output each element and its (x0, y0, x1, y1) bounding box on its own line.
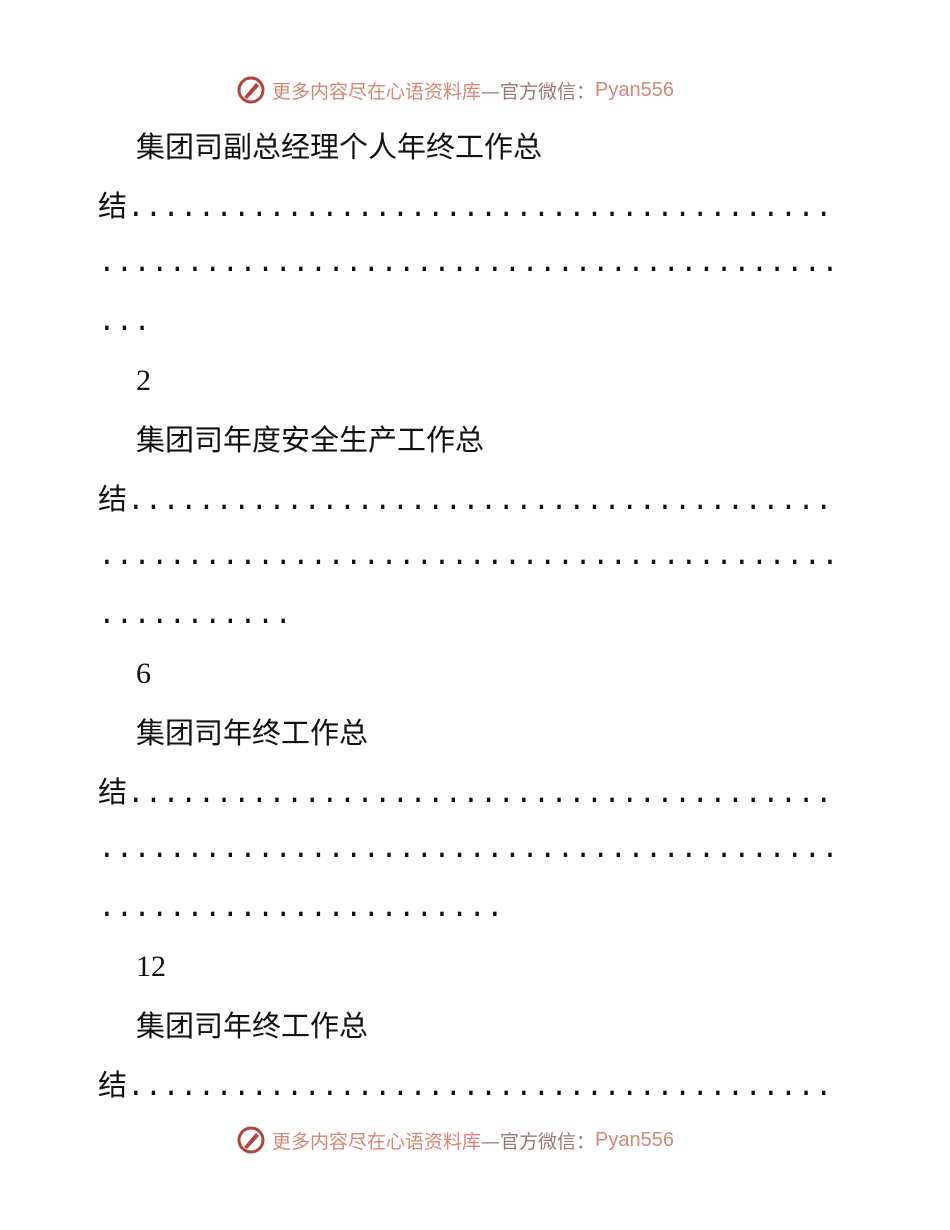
table-of-contents: 集团司副总经理个人年终工作总 结........................… (98, 118, 858, 1114)
toc-leader: 结.......................................… (98, 763, 858, 822)
dot-leader: ........................................ (127, 484, 833, 518)
dot-leader: ........................................… (98, 833, 839, 867)
dot-leader: ........................................… (98, 540, 839, 574)
toc-title[interactable]: 集团司年度安全生产工作总 (136, 422, 485, 457)
banner-wechat-id: Pyan556 (595, 1128, 674, 1151)
footer-banner: 更多内容尽在心语资料库 —官方微信： Pyan556 (236, 1122, 674, 1158)
banner-wechat-id: Pyan556 (595, 78, 674, 101)
banner-wechat-label: —官方微信： (481, 1130, 596, 1153)
toc-title[interactable]: 集团司年终工作总 (136, 1008, 369, 1043)
toc-title-tail: 结 (98, 481, 128, 516)
toc-leader: 结.......................................… (98, 1056, 858, 1115)
pen-logo-icon (237, 1126, 265, 1154)
banner-wechat-label: —官方微信： (481, 80, 596, 103)
pen-logo-icon (237, 76, 265, 104)
banner-text: 更多内容尽在心语资料库 (272, 80, 482, 103)
toc-leader: 结.......................................… (98, 470, 858, 529)
dot-leader: ........... (98, 598, 293, 632)
header-banner: 更多内容尽在心语资料库 —官方微信： Pyan556 (236, 72, 674, 108)
dot-leader: ........................................ (127, 191, 833, 225)
toc-page-number[interactable]: 12 (136, 950, 166, 984)
toc-title-tail: 结 (98, 1067, 128, 1102)
toc-title-tail: 结 (98, 188, 128, 223)
toc-page-number[interactable]: 2 (136, 364, 151, 398)
dot-leader: ....................... (98, 891, 504, 925)
toc-title-tail: 结 (98, 774, 128, 809)
toc-title[interactable]: 集团司副总经理个人年终工作总 (136, 130, 543, 164)
toc-page-number[interactable]: 6 (136, 657, 151, 691)
dot-leader: ........................................… (98, 247, 839, 281)
dot-leader: ........................................ (127, 777, 833, 811)
banner-text: 更多内容尽在心语资料库 (272, 1130, 482, 1153)
dot-leader: ... (98, 305, 151, 339)
toc-leader: 结.......................................… (98, 177, 858, 236)
dot-leader: ........................................ (127, 1070, 833, 1104)
toc-title[interactable]: 集团司年终工作总 (136, 715, 369, 750)
